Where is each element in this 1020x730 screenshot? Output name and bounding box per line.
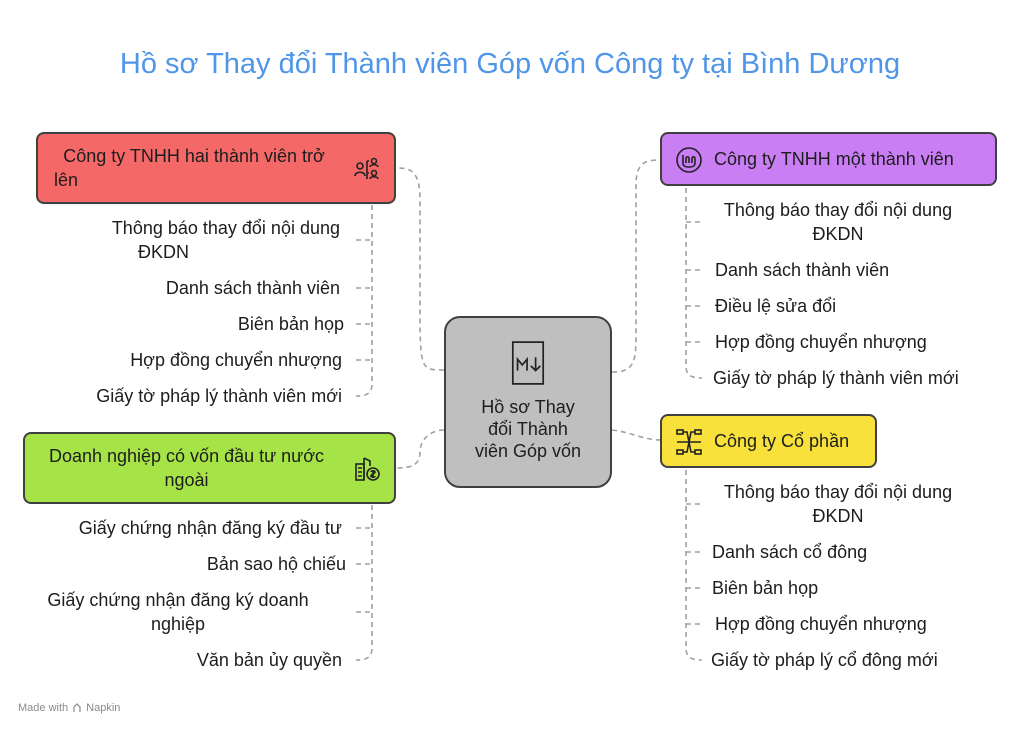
center-label-line3: viên Góp vốn xyxy=(474,441,582,461)
list-item: Biên bản họp xyxy=(237,314,344,334)
branch-label-line2: lên xyxy=(54,170,79,190)
connector-center-joint-stock xyxy=(611,429,661,441)
page-title: Hồ sơ Thay đổi Thành viên Góp vốn Công t… xyxy=(119,48,901,80)
footer-made-with: Made with xyxy=(18,702,69,714)
connector-center-foreign xyxy=(395,429,445,469)
list-item: Hợp đồng chuyển nhượng xyxy=(715,332,927,352)
list-item: Hợp đồng chuyển nhượng xyxy=(130,350,342,370)
spine-tnhh-multi xyxy=(355,205,373,397)
list-item: Biên bản họp xyxy=(712,578,819,598)
list-item: Thông báo thay đổi nội dung ĐKDN xyxy=(111,218,340,262)
connector-center-tnhh-single xyxy=(611,159,661,373)
list-item: Văn bản ủy quyền xyxy=(196,650,342,670)
list-item: Giấy tờ pháp lý thành viên mới xyxy=(96,386,342,406)
branch-label-line1: Công ty TNHH một thành viên xyxy=(714,149,954,169)
center-label-line2: đổi Thành xyxy=(488,419,568,439)
list-item: Giấy tờ pháp lý cổ đông mới xyxy=(711,650,938,670)
branch-foreign[interactable]: Doanh nghiệp có vốn đầu tư nước ngoài xyxy=(23,432,396,504)
branch-label-line1: Công ty TNHH hai thành viên trở xyxy=(63,146,325,166)
branch-joint-stock[interactable]: Công ty Cổ phần xyxy=(660,414,877,468)
center-node[interactable]: Hồ sơ Thay đổi Thành viên Góp vốn xyxy=(444,316,612,488)
list-item: Hợp đồng chuyển nhượng xyxy=(715,614,927,634)
people-org-icon xyxy=(354,157,379,180)
branch-label-line1: Công ty Cổ phần xyxy=(714,431,850,451)
spine-joint-stock xyxy=(685,470,703,661)
list-item: Danh sách thành viên xyxy=(715,260,890,280)
spine-tnhh-single xyxy=(685,188,703,379)
list-item: Thông báo thay đổi nội dung ĐKDN xyxy=(723,482,953,526)
list-item: Điều lệ sửa đổi xyxy=(715,296,837,316)
list-item: Danh sách cổ đông xyxy=(712,542,868,562)
footer-attribution: Made with Napkin xyxy=(18,702,120,714)
list-item: Danh sách thành viên xyxy=(165,278,340,298)
napkin-logo-icon xyxy=(73,703,81,712)
mint-logo-icon xyxy=(676,147,702,173)
spine-foreign xyxy=(355,505,373,661)
list-item: Thông báo thay đổi nội dung ĐKDN xyxy=(723,200,953,244)
branch-label-line1: Doanh nghiệp có vốn đầu tư nước xyxy=(48,446,325,466)
center-label-line1: Hồ sơ Thay xyxy=(481,397,575,417)
list-item: Bản sao hộ chiếu xyxy=(206,554,346,574)
network-nodes-icon xyxy=(676,429,702,455)
list-item: Giấy chứng nhận đăng ký doanh nghiệp xyxy=(47,590,309,634)
building-money-icon xyxy=(355,457,380,481)
branch-label-line2: ngoài xyxy=(164,470,209,490)
list-item: Giấy chứng nhận đăng ký đầu tư xyxy=(78,518,342,538)
branch-tnhh-single[interactable]: Công ty TNHH một thành viên xyxy=(660,132,997,186)
branch-tnhh-multi[interactable]: Công ty TNHH hai thành viên trở lên xyxy=(36,132,396,204)
markdown-document-icon xyxy=(511,341,545,385)
list-item: Giấy tờ pháp lý thành viên mới xyxy=(713,368,959,388)
connector-center-tnhh-multi xyxy=(395,167,445,371)
footer-brand: Napkin xyxy=(86,702,121,714)
